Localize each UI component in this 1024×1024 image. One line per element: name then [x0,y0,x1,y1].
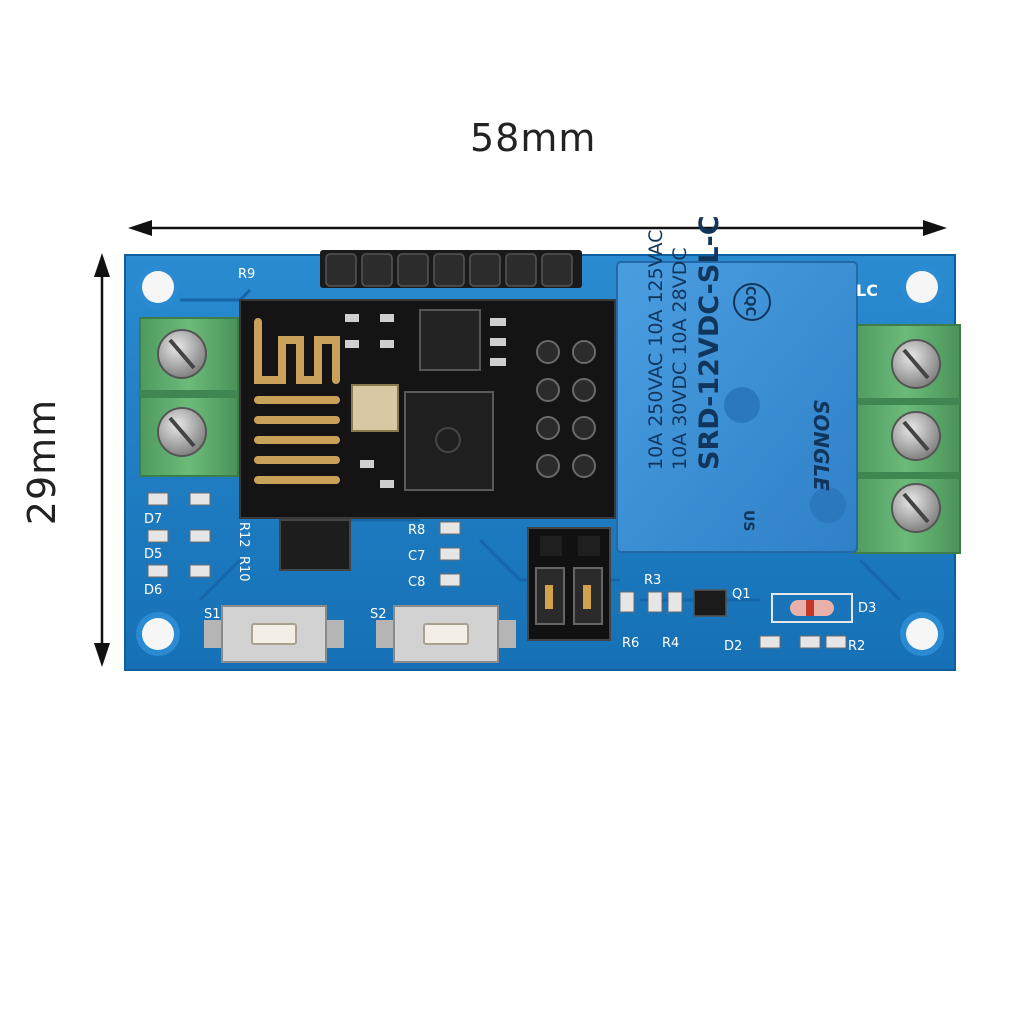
label-d7: D7 [144,512,162,527]
label-d3: D3 [858,601,876,616]
relay-model: SRD-12VDC-SL-C [694,215,725,470]
left-terminal-block [139,317,239,477]
label-r6: R6 [622,636,639,651]
relay-brand: SONGLE [809,400,833,491]
label-r10: R10 [236,556,251,582]
relay: 10A 250VAC 10A 125VAC 10A 30VDC 10A 28VD… [616,215,858,553]
label-lc: LC [856,281,878,300]
diode-d3 [771,593,853,623]
pin-header [320,250,582,288]
label-d5: D5 [144,547,162,562]
esp-chip [404,391,494,491]
button-s2 [376,605,516,663]
relay-rating-line1: 10A 250VAC 10A 125VAC [645,230,667,470]
label-d2: D2 [724,639,742,654]
label-r12: R12 [236,522,251,548]
label-s1: S1 [204,607,221,622]
width-dimension-label: 58mm [470,116,597,160]
label-r9: R9 [238,267,255,282]
height-dimension-arrow [94,253,110,667]
label-c8: C8 [408,575,425,590]
label-r3: R3 [644,573,661,588]
label-r8: R8 [408,523,425,538]
label-q1: Q1 [732,587,751,602]
label-r2: R2 [848,639,865,654]
driver-ic [279,519,351,571]
cqc-mark-icon [733,283,771,321]
label-c7: C7 [408,549,425,564]
antenna-icon [254,318,340,484]
relay-us-mark: US [740,510,756,531]
label-r4: R4 [662,636,679,651]
relay-cqc: CQC [742,286,757,316]
jumper-block [527,527,611,641]
esp-wifi-module [239,299,616,519]
width-dimension-arrow [128,220,947,236]
label-d6: D6 [144,583,162,598]
label-s2: S2 [370,607,387,622]
smd-components [147,492,847,649]
button-s1 [204,605,344,663]
transistor-q1 [693,589,727,617]
relay-rating-line2: 10A 30VDC 10A 28VDC [669,247,691,470]
right-terminal-block [851,324,961,554]
